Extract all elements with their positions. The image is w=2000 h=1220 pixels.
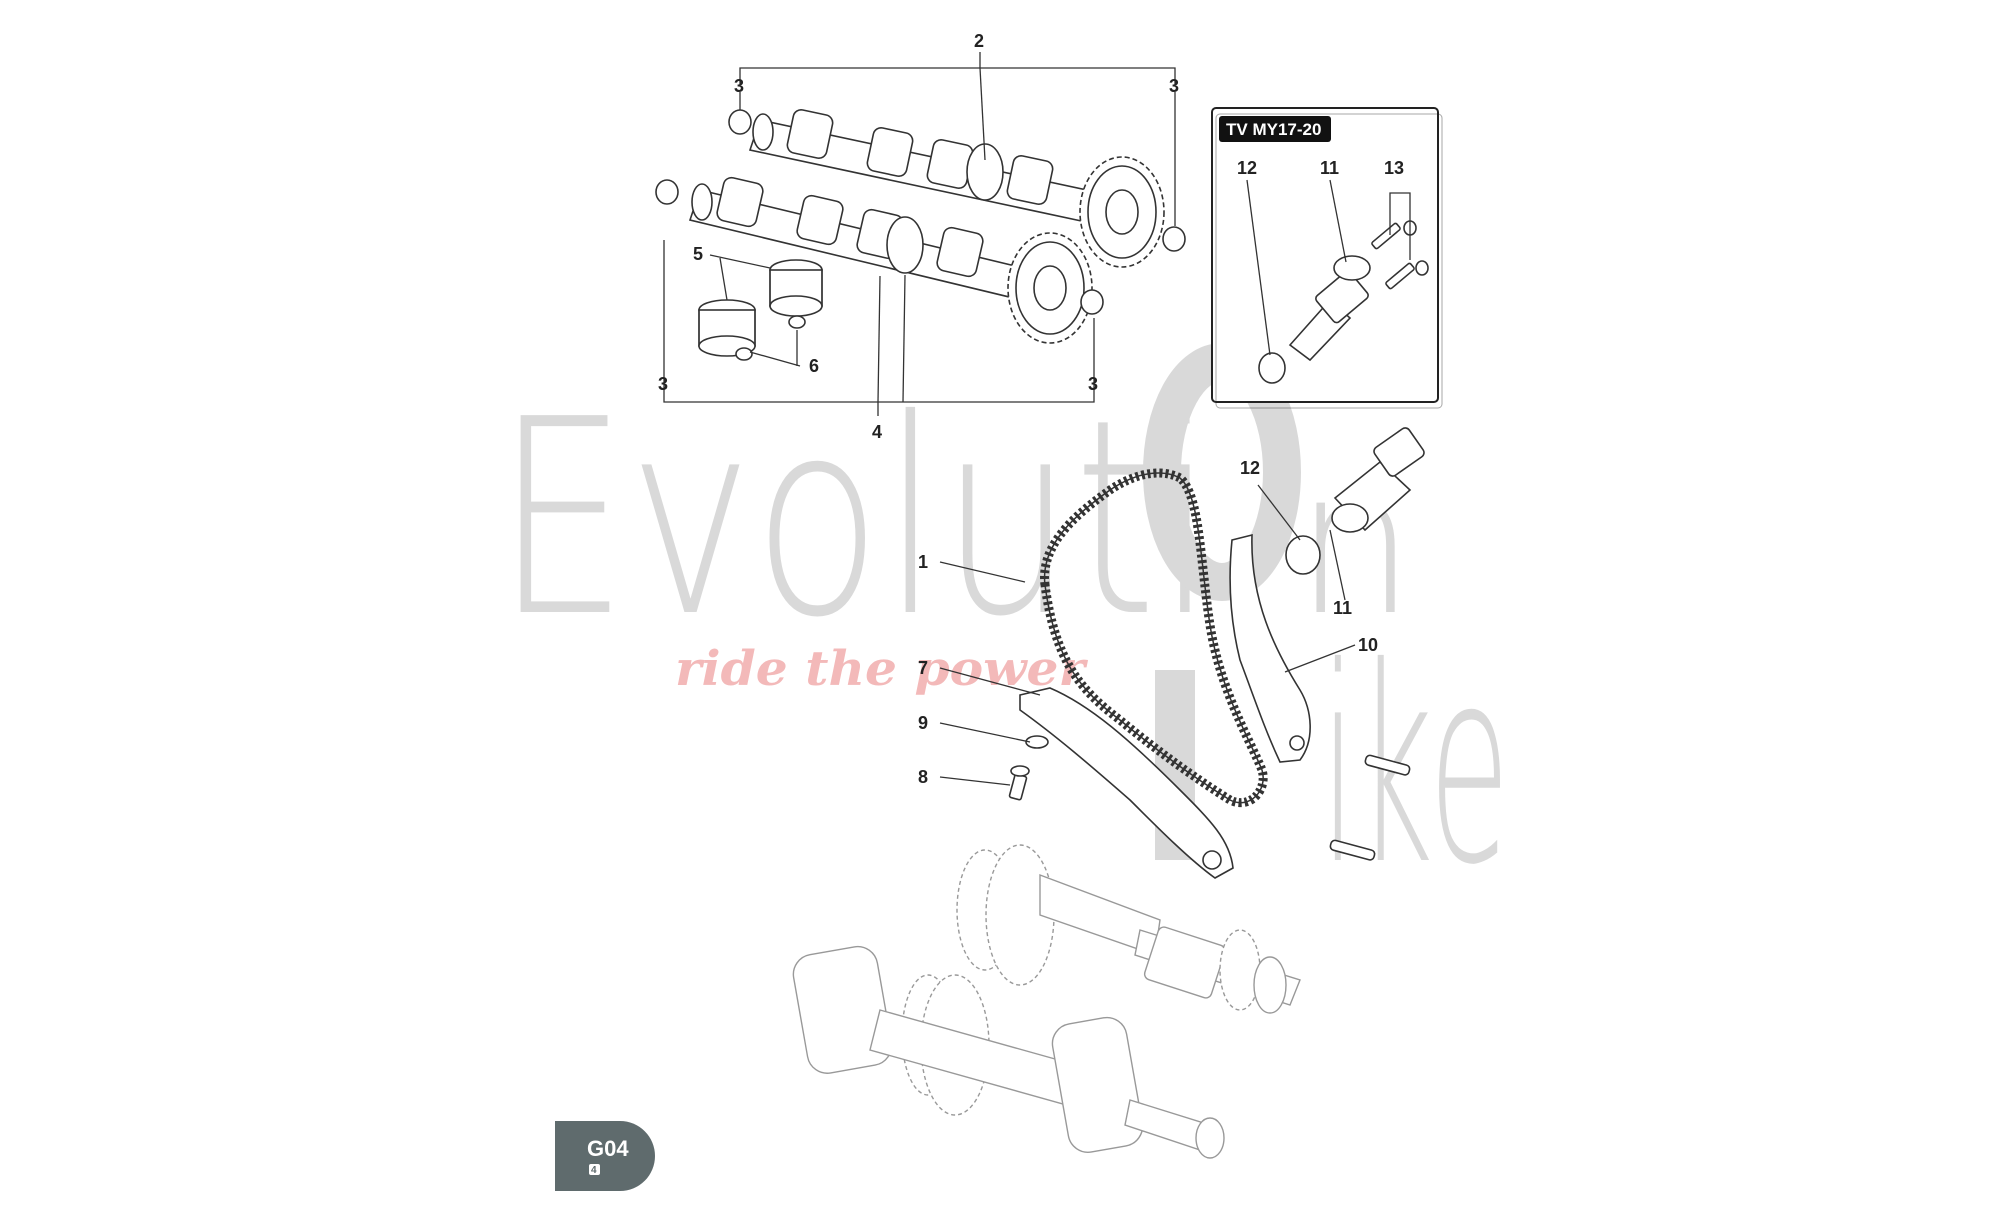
callout-9: 9 (918, 713, 928, 733)
callout-3-top-left: 3 (734, 76, 744, 96)
chain-guide-tensioner-side (1019, 687, 1234, 879)
callout-3-top-right: 3 (1169, 76, 1179, 96)
section-badge-bg (555, 1121, 655, 1191)
inset-panel: TV MY17-20 (1211, 107, 1443, 409)
callout-10: 10 (1358, 635, 1378, 655)
callout-3-bottom-right: 3 (1088, 374, 1098, 394)
callout-6: 6 (809, 356, 819, 376)
chain-guide-fixed (1229, 533, 1311, 763)
section-badge: G04 4 (555, 1121, 655, 1191)
tensioner-hardware (1008, 735, 1049, 801)
locating-pins (1329, 754, 1411, 861)
section-sub-number: 4 (591, 1165, 597, 1176)
watermark-tagline: ride the power (675, 641, 1089, 697)
callout-numbers: 2 3 3 3 3 4 5 6 1 7 9 8 10 12 11 12 11 1… (658, 31, 1404, 787)
callout-brackets (663, 52, 1176, 416)
watermark-brand-part1: Evoluti (495, 361, 1215, 676)
inset-chain-tensioner (1258, 255, 1371, 384)
camshaft-bearing-caps (655, 109, 1186, 315)
section-code: G04 (587, 1136, 629, 1161)
callout-11-main: 11 (1333, 598, 1352, 618)
timing-chain (1040, 468, 1268, 808)
inset-title: TV MY17-20 (1226, 120, 1321, 139)
callout-3-bottom-left: 3 (658, 374, 668, 394)
leader-lines (939, 484, 1356, 786)
section-sub-box (589, 1164, 600, 1175)
lower-camshaft (688, 176, 1093, 344)
callout-8: 8 (918, 767, 928, 787)
callout-12-inset: 12 (1237, 158, 1257, 178)
callout-12-main: 12 (1240, 458, 1260, 478)
callout-11-inset: 11 (1320, 158, 1339, 178)
callout-4: 4 (872, 422, 882, 442)
callout-1: 1 (918, 552, 928, 572)
watermark-brand-part3: ike (1320, 609, 1510, 924)
callout-5: 5 (693, 244, 703, 264)
balance-shaft (956, 844, 1301, 1014)
callout-13-inset: 13 (1384, 158, 1404, 178)
valve-tappets (698, 259, 823, 361)
crankshaft (792, 945, 1225, 1159)
callout-2: 2 (974, 31, 984, 51)
chain-tensioner-main (1285, 427, 1425, 575)
callout-7: 7 (918, 658, 928, 678)
inset-title-box (1219, 116, 1331, 142)
upper-camshaft (748, 109, 1165, 268)
